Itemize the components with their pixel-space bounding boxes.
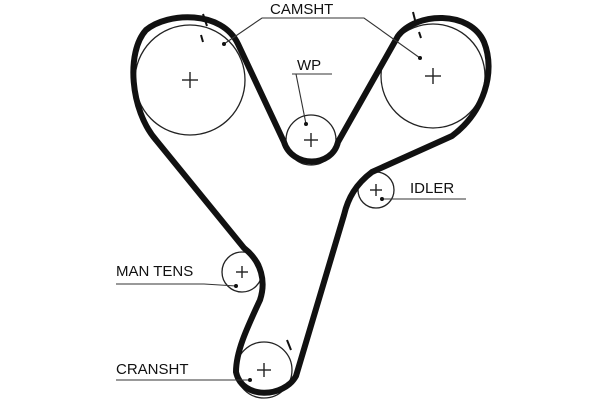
crankshaft-label: CRANSHT bbox=[116, 361, 189, 378]
left-camshaft-center-mark bbox=[182, 72, 198, 88]
right-camshaft-center-mark bbox=[425, 68, 441, 84]
camshaft-left-anchor-dot bbox=[222, 42, 226, 46]
timing-belt bbox=[130, 14, 492, 396]
man-tens-leader-line bbox=[116, 283, 237, 287]
right-camshaft-timing-mark bbox=[412, 11, 417, 25]
man-tens-anchor-dot bbox=[234, 284, 238, 288]
idler-anchor-dot bbox=[380, 197, 384, 201]
manual-tensioner-label: MAN TENS bbox=[116, 263, 193, 280]
camshaft-label: CAMSHT bbox=[270, 1, 333, 18]
wp-leader-line bbox=[292, 73, 332, 125]
left-camshaft-timing-mark-lower bbox=[200, 34, 204, 43]
left-camshaft-timing-mark bbox=[202, 13, 208, 27]
camshaft-leader-line bbox=[223, 17, 421, 59]
camshaft-right-anchor-dot bbox=[418, 56, 422, 60]
manual-tensioner-center-mark bbox=[236, 266, 248, 278]
cransht-anchor-dot bbox=[248, 378, 252, 382]
crankshaft-timing-mark bbox=[286, 339, 292, 351]
idler-center-mark bbox=[370, 184, 382, 196]
crankshaft-center-mark bbox=[257, 363, 271, 377]
right-camshaft-pulley bbox=[380, 23, 486, 129]
water-pump-center-mark bbox=[304, 133, 318, 147]
water-pump-label: WP bbox=[297, 57, 321, 74]
right-camshaft-timing-mark-lower bbox=[418, 31, 422, 39]
idler-label: IDLER bbox=[410, 180, 454, 197]
wp-anchor-dot bbox=[304, 122, 308, 126]
